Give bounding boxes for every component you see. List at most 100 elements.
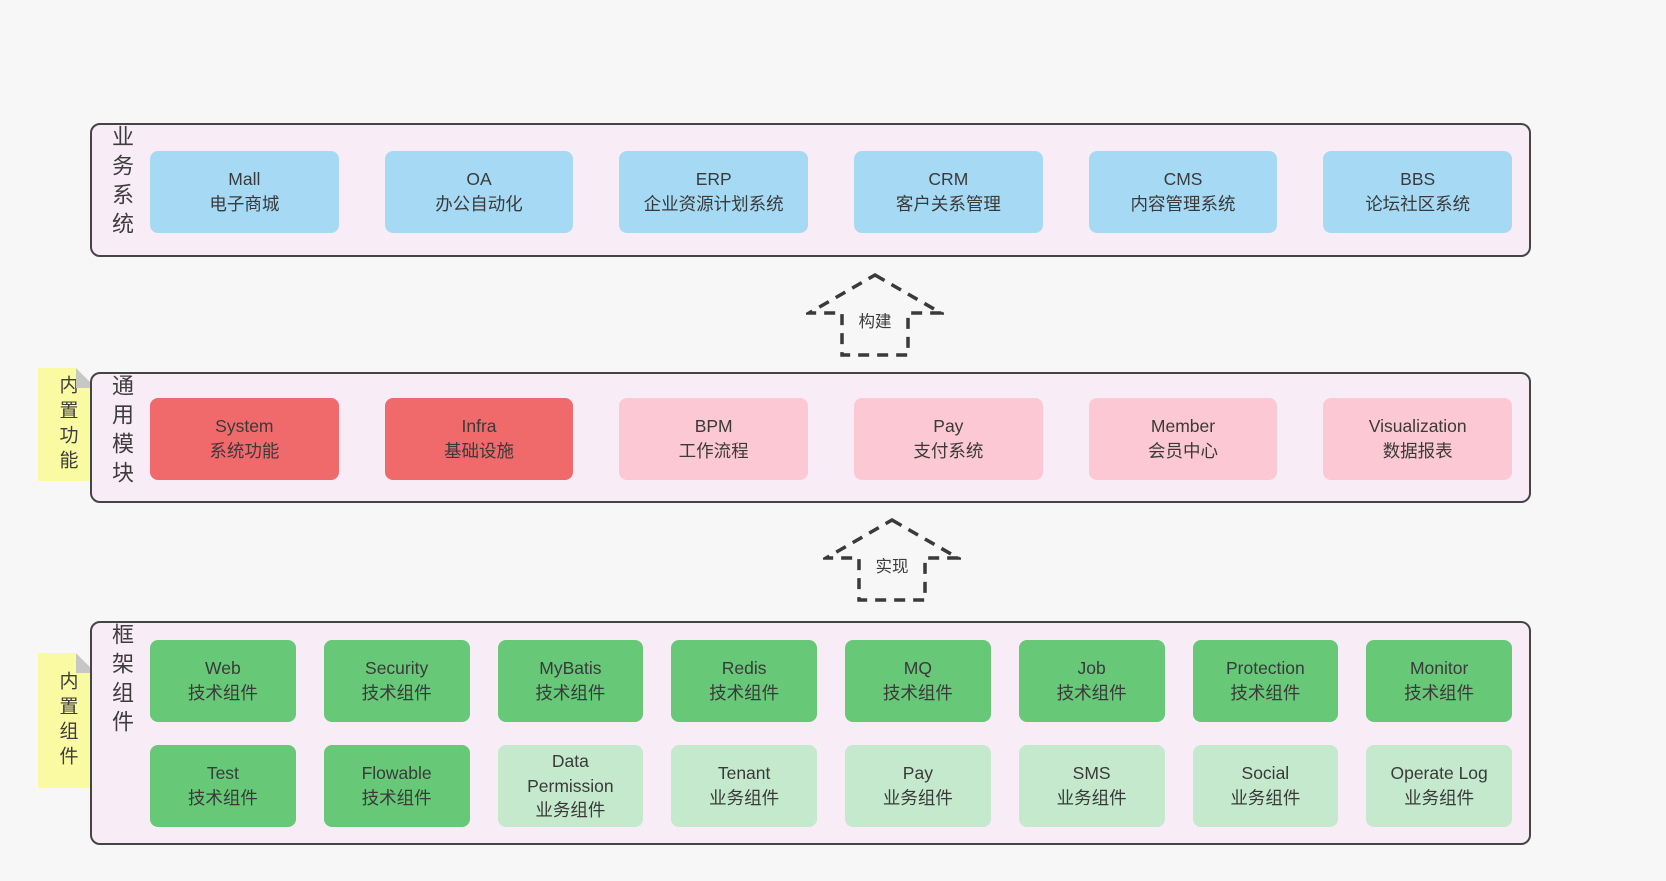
box-infra: Infra 基础设施	[384, 398, 574, 480]
box-title: Monitor	[1409, 658, 1469, 679]
dashed-up-arrow-icon	[823, 517, 961, 602]
box-title: BPM	[694, 416, 733, 437]
box-subtitle: 技术组件	[187, 683, 258, 703]
box-title: Member	[1150, 416, 1216, 437]
business-box-row: Mall 电子商城 OA 办公自动化 ERP 企业资源计划系统 CRM 客户关系…	[150, 151, 1513, 233]
sticky-note-built-in-features: 内置功能	[38, 368, 96, 481]
box-flowable: Flowable 技术组件	[323, 745, 470, 827]
panel-business-label: 业务系统	[109, 125, 134, 241]
box-system: System 系统功能	[150, 398, 339, 480]
box-title: Infra	[461, 416, 497, 437]
arrow-build: 构建	[806, 272, 944, 358]
box-title: Data Permission	[527, 750, 614, 796]
box-operate-log: Operate Log 业务组件	[1366, 745, 1512, 827]
box-sms: SMS 业务组件	[1018, 745, 1165, 827]
box-web: Web 技术组件	[150, 640, 296, 722]
components-box-row-2: Test 技术组件 Flowable 技术组件 Data Permission …	[150, 745, 1512, 827]
note-text: 内置功能	[56, 374, 78, 475]
box-security: Security 技术组件	[323, 640, 470, 722]
box-subtitle: 业务组件	[535, 800, 606, 821]
box-subtitle: 技术组件	[709, 683, 780, 703]
box-subtitle: 技术组件	[361, 788, 432, 808]
box-tenant: Tenant 业务组件	[671, 745, 817, 827]
box-erp: ERP 企业资源计划系统	[619, 151, 809, 233]
box-subtitle: 业务组件	[1230, 788, 1301, 808]
box-subtitle: 业务组件	[882, 788, 953, 808]
note-text: 内置组件	[56, 670, 78, 771]
box-bpm: BPM 工作流程	[619, 398, 809, 480]
box-title: SMS	[1072, 763, 1111, 784]
box-title: System	[215, 416, 274, 437]
box-subtitle: 业务组件	[1056, 788, 1127, 808]
box-title: Security	[365, 658, 429, 679]
box-title: Test	[206, 763, 239, 784]
box-title: Pay	[902, 763, 933, 784]
dashed-up-arrow-icon	[806, 272, 944, 357]
modules-box-row: System 系统功能 Infra 基础设施 BPM 工作流程 Pay 支付系统…	[150, 398, 1513, 480]
components-box-row-1: Web 技术组件 Security 技术组件 MyBatis 技术组件 Redi…	[150, 640, 1512, 722]
box-subtitle: 客户关系管理	[895, 194, 1001, 214]
box-cms: CMS 内容管理系统	[1088, 151, 1278, 233]
box-subtitle: 工作流程	[678, 441, 749, 461]
box-subtitle: 数据报表	[1382, 441, 1453, 461]
box-subtitle: 论坛社区系统	[1365, 194, 1471, 214]
box-title: Visualization	[1368, 416, 1467, 437]
box-title: BBS	[1400, 169, 1436, 190]
box-title: Tenant	[717, 763, 771, 784]
box-title: Job	[1077, 658, 1106, 679]
box-test: Test 技术组件	[150, 745, 296, 827]
box-title: Mall	[228, 169, 261, 190]
box-pay: Pay 支付系统	[854, 398, 1043, 480]
box-title: MQ	[903, 658, 932, 679]
panel-modules-label: 通用模块	[109, 374, 134, 490]
box-subtitle: 技术组件	[361, 683, 432, 703]
box-subtitle: 企业资源计划系统	[643, 194, 784, 214]
box-title: Web	[205, 658, 241, 679]
panel-business-systems: 业务系统 Mall 电子商城 OA 办公自动化 ERP 企业资源计划系统 CRM…	[90, 123, 1531, 257]
box-subtitle: 业务组件	[1404, 788, 1475, 808]
box-subtitle: 内容管理系统	[1130, 194, 1236, 214]
panel-common-modules: 通用模块 System 系统功能 Infra 基础设施 BPM 工作流程 Pay…	[90, 372, 1531, 503]
box-subtitle: 会员中心	[1148, 441, 1219, 461]
sticky-note-built-in-components: 内置组件	[38, 653, 96, 788]
box-subtitle: 技术组件	[1230, 683, 1301, 703]
box-title: Operate Log	[1390, 763, 1488, 784]
box-subtitle: 技术组件	[882, 683, 953, 703]
box-subtitle: 系统功能	[209, 441, 280, 461]
box-mq: MQ 技术组件	[845, 640, 991, 722]
box-visualization: Visualization 数据报表	[1323, 398, 1513, 480]
box-protection: Protection 技术组件	[1192, 640, 1339, 722]
box-title: Protection	[1225, 658, 1305, 679]
box-title: CMS	[1163, 169, 1203, 190]
box-mybatis: MyBatis 技术组件	[497, 640, 644, 722]
box-oa: OA 办公自动化	[384, 151, 574, 233]
arrow-implement: 实现	[823, 517, 961, 603]
box-subtitle: 技术组件	[1404, 683, 1475, 703]
panel-framework-components: 框架组件 Web 技术组件 Security 技术组件 MyBatis 技术组件…	[90, 621, 1531, 845]
box-social: Social 业务组件	[1192, 745, 1339, 827]
box-subtitle: 业务组件	[709, 788, 780, 808]
box-title: Flowable	[361, 763, 432, 784]
box-pay-component: Pay 业务组件	[845, 745, 991, 827]
panel-components-label: 框架组件	[109, 623, 134, 739]
box-title: OA	[466, 169, 492, 190]
box-job: Job 技术组件	[1018, 640, 1165, 722]
box-monitor: Monitor 技术组件	[1366, 640, 1512, 722]
box-mall: Mall 电子商城	[150, 151, 339, 233]
box-redis: Redis 技术组件	[671, 640, 817, 722]
box-title: Social	[1241, 763, 1290, 784]
box-subtitle: 电子商城	[209, 194, 280, 214]
box-bbs: BBS 论坛社区系统	[1323, 151, 1513, 233]
box-title: CRM	[928, 169, 969, 190]
box-subtitle: 支付系统	[913, 441, 984, 461]
box-subtitle: 技术组件	[1056, 683, 1127, 703]
box-member: Member 会员中心	[1088, 398, 1278, 480]
box-subtitle: 技术组件	[535, 683, 606, 703]
arrow-build-label: 构建	[855, 308, 895, 332]
box-subtitle: 办公自动化	[435, 194, 523, 214]
box-subtitle: 技术组件	[187, 788, 258, 808]
arrow-implement-label: 实现	[872, 553, 912, 577]
box-data-permission: Data Permission 业务组件	[497, 745, 644, 827]
box-title: MyBatis	[539, 658, 602, 679]
